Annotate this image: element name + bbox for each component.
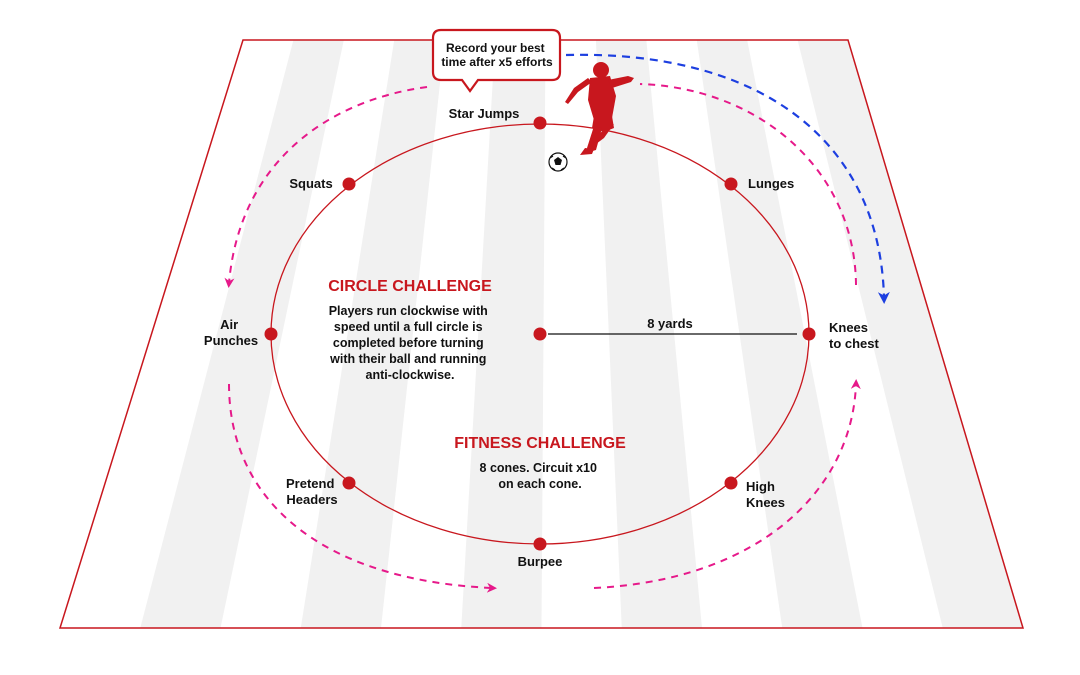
fitness-challenge-title: FITNESS CHALLENGE (454, 435, 626, 452)
cone-burpee (533, 537, 547, 551)
cone-labels: Star Jumps Lunges Knees to chest High Kn… (204, 106, 880, 569)
cone-squats (342, 177, 356, 191)
label-knees-to-chest: Knees to chest (829, 320, 880, 351)
callout-bubble: Record your best time after x5 efforts (431, 28, 562, 93)
callout-text: Record your best time after x5 efforts (441, 41, 553, 69)
label-pretend-headers: Pretend Headers (286, 476, 338, 507)
pitch-stripe (140, 40, 344, 628)
anticlockwise-arrow-icon (565, 53, 890, 304)
cone-lunges (724, 177, 738, 191)
cone-pretend-headers (342, 476, 356, 490)
pitch-stripe (461, 40, 546, 628)
pink-arrow-top-left (224, 86, 428, 288)
pitch-stripe (797, 40, 1023, 628)
cone-knees-to-chest (802, 327, 816, 341)
circle-challenge-title: CIRCLE CHALLENGE (328, 278, 492, 295)
cone-star-jumps (533, 116, 547, 130)
label-squats: Squats (289, 176, 332, 191)
pitch-stripe (300, 40, 445, 628)
pink-arrow-top-right (639, 83, 857, 286)
circle-challenge-block: CIRCLE CHALLENGE Players run clockwise w… (328, 278, 492, 382)
cone-high-knees (724, 476, 738, 490)
callout-shape (431, 28, 562, 93)
label-lunges: Lunges (748, 176, 794, 191)
circle-challenge-description: Players run clockwise with speed until a… (329, 304, 492, 382)
radius-label: 8 yards (647, 316, 693, 331)
player-kicking-icon (565, 62, 634, 155)
fitness-challenge-description: 8 cones. Circuit x10 on each cone. (480, 461, 601, 491)
cone-air-punches (264, 327, 278, 341)
cones (264, 116, 816, 551)
blue-arrow (565, 53, 890, 304)
pink-arrow-bottom-left (228, 383, 497, 593)
pitch-border (58, 39, 1025, 629)
center-cone (533, 327, 547, 341)
fitness-challenge-block: FITNESS CHALLENGE 8 cones. Circuit x10 o… (454, 435, 626, 491)
clockwise-arrow-icon (224, 83, 861, 593)
football-icon (548, 152, 568, 172)
label-high-knees: High Knees (746, 479, 785, 510)
label-burpee: Burpee (518, 554, 563, 569)
label-star-jumps: Star Jumps (449, 106, 520, 121)
label-air-punches: Air Punches (204, 317, 258, 348)
